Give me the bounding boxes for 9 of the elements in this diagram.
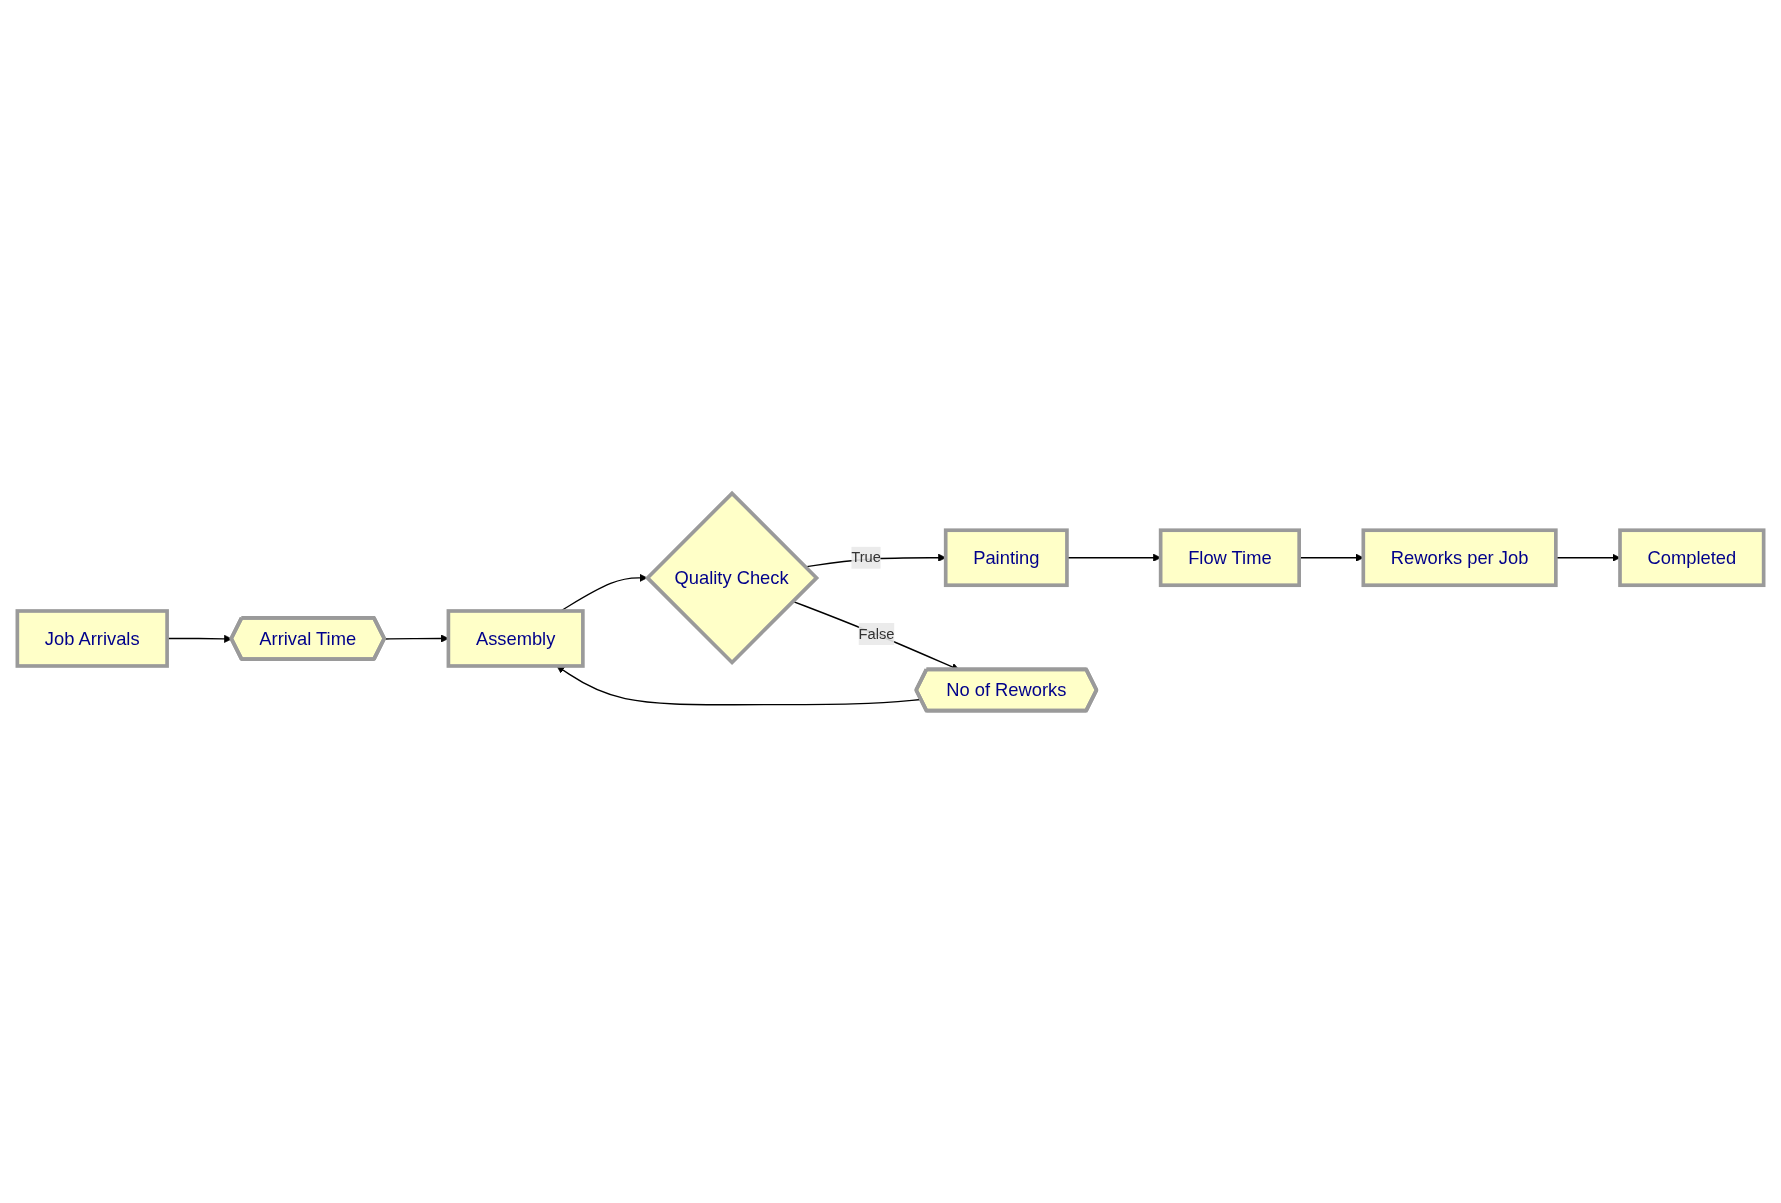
node-box: Reworks per Job: [1361, 527, 1558, 587]
edge-label: False: [858, 625, 895, 641]
node-diamond: Quality Check: [644, 490, 820, 665]
node-box: Flow Time: [1158, 527, 1301, 587]
node-box: Job Arrivals: [15, 608, 169, 668]
node-box: Completed: [1618, 527, 1766, 587]
node-box: Painting: [943, 527, 1069, 587]
node-box: Assembly: [446, 608, 585, 668]
edge-label: True: [851, 548, 881, 565]
